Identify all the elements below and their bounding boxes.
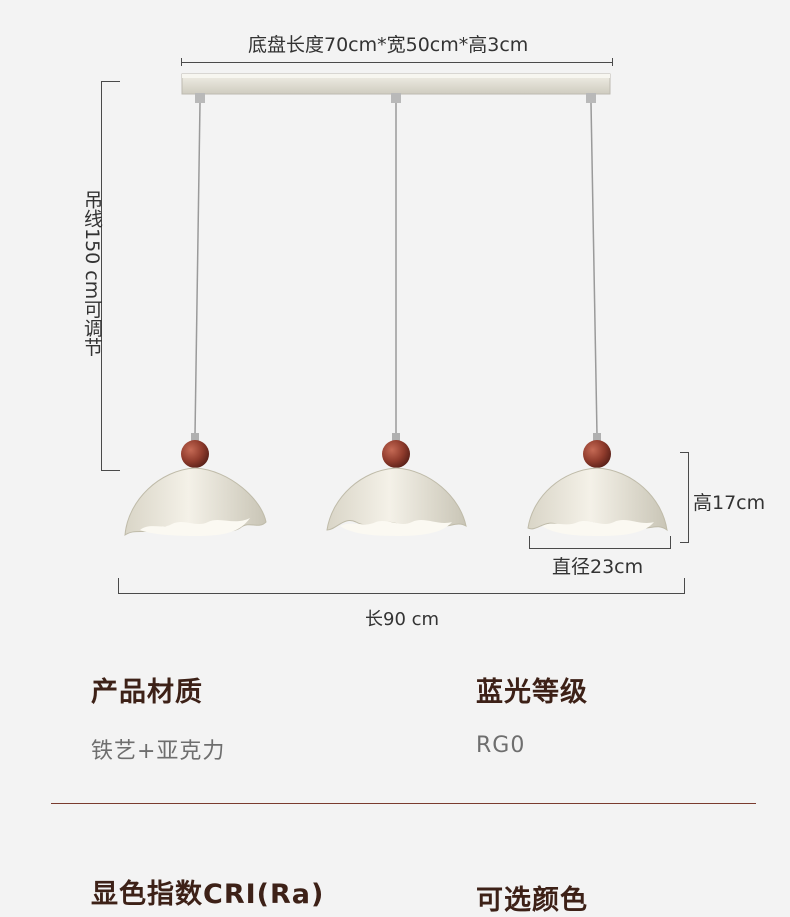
shade-diameter-tick-left <box>529 536 530 549</box>
shade-diameter-tick-right <box>670 536 671 549</box>
total-length-line <box>118 593 685 594</box>
cord-dimension-label: 吊线150 cm可调节 <box>81 190 103 357</box>
shade-height-tick-bottom <box>680 542 689 543</box>
base-dimension-tick-right <box>612 58 613 66</box>
base-dimension-tick-left <box>181 58 182 66</box>
cord-dimension-tick-top <box>101 81 120 82</box>
spec-divider <box>51 803 756 804</box>
shade-height-line <box>688 452 689 543</box>
shade-height-label: 高17cm <box>693 492 766 514</box>
pendant-lamp-illustration <box>124 73 668 537</box>
base-dimension-line <box>181 62 613 63</box>
cord-dimension-line <box>101 81 102 471</box>
base-dimension-label: 底盘长度70cm*宽50cm*高3cm <box>248 34 529 56</box>
total-length-tick-left <box>118 578 119 594</box>
shade-diameter-label: 直径23cm <box>552 556 644 578</box>
total-length-label: 长90 cm <box>365 609 440 630</box>
spec-material-value: 铁艺+亚克力 <box>91 739 226 764</box>
pendant-lamp-3 <box>527 93 668 536</box>
spec-color-title: 可选颜色 <box>476 885 588 916</box>
shade-diameter-line <box>529 548 671 549</box>
pendant-lamp-2 <box>326 93 467 536</box>
spec-bluelight-value: RG0 <box>476 733 526 758</box>
total-length-tick-right <box>684 578 685 594</box>
pendant-lamp-1 <box>124 93 267 537</box>
cord-dimension-tick-bottom <box>101 470 120 471</box>
canopy-bar <box>181 73 611 95</box>
spec-material-title: 产品材质 <box>91 677 203 708</box>
spec-cri-title: 显色指数CRI(Ra) <box>91 879 325 910</box>
shade-height-tick-top <box>680 452 689 453</box>
spec-bluelight-title: 蓝光等级 <box>476 677 588 708</box>
